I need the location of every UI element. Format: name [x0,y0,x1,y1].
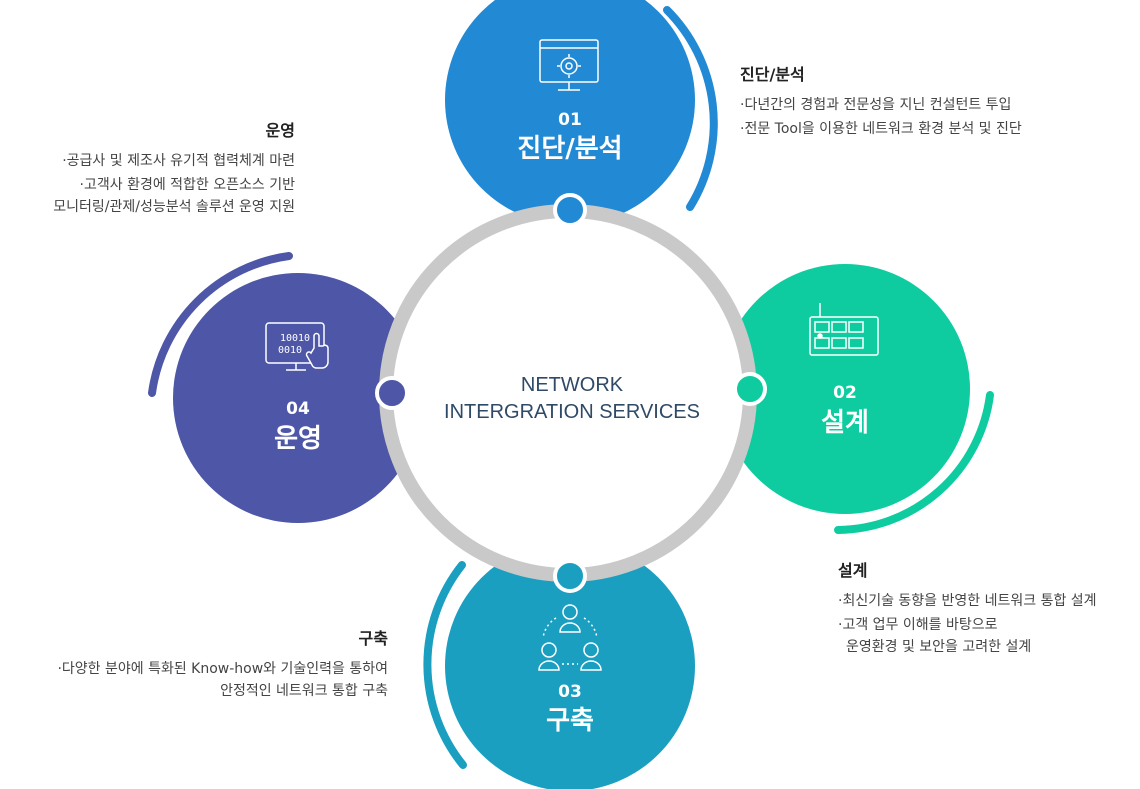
desc-operation-item: ·고객사 환경에 적합한 오픈소스 기반 [79,177,295,193]
step-num-diagnosis: 01 [558,110,582,130]
connector-dot-right [733,372,767,406]
desc-build-title: 구축 [358,629,388,648]
center-title-line2: INTERGRATION SERVICES [444,401,700,423]
desc-design-item: ·고객 업무 이해를 바탕으로 [838,617,998,633]
accent-arc-operation [148,252,293,397]
desc-design-item: 운영환경 및 보안을 고려한 설계 [846,639,1032,655]
desc-operation-item: 모니터링/관제/성능분석 솔루션 운영 지원 [53,199,295,215]
desc-design-title: 설계 [838,561,868,580]
desc-operation: 운영 ·공급사 및 제조사 유기적 협력체계 마련 ·고객사 환경에 적합한 오… [2,120,295,220]
step-num-design: 02 [833,383,857,403]
step-circle-diagnosis [445,0,695,225]
team-icon [538,604,602,671]
step-title-design: 설계 [821,408,869,438]
binary-monitor-icon: 10010 0010 [265,322,329,371]
connector-dot-bottom [553,559,587,593]
step-circle-design [720,264,970,514]
network-panel-icon [809,303,879,356]
desc-operation-title: 운영 [265,121,295,140]
desc-design-item: ·최신기술 동향을 반영한 네트워크 통합 설계 [838,593,1097,609]
step-title-operation: 운영 [274,424,322,454]
accent-arc-build [423,561,467,769]
step-title-build: 구축 [546,706,594,736]
desc-operation-item: ·공급사 및 제조사 유기적 협력체계 마련 [62,153,295,169]
desc-diagnosis-item: ·다년간의 경험과 전문성을 지닌 컨설턴트 투입 [740,97,1012,113]
connector-dot-left [375,376,409,410]
desc-build-item: 안정적인 네트워크 통합 구축 [220,683,388,699]
connector-dot-top [553,193,587,227]
accent-arc-diagnosis [663,6,718,211]
monitor-gear-icon [539,39,599,91]
center-disc [386,211,750,575]
desc-diagnosis: 진단/분석 ·다년간의 경험과 전문성을 지닌 컨설턴트 투입 ·전문 Tool… [740,64,1120,142]
desc-build: 구축 ·다양한 분야에 특화된 Know-how와 기술인력을 통하여 안정적인… [0,628,388,704]
step-num-build: 03 [558,682,582,702]
svg-text:0010: 0010 [278,345,302,356]
desc-diagnosis-item: ·전문 Tool을 이용한 네트워크 환경 분석 및 진단 [740,121,1022,137]
desc-diagnosis-title: 진단/분석 [740,65,805,84]
step-num-operation: 04 [286,399,310,419]
step-circle-operation [173,273,423,523]
center-title-line1: NETWORK [521,374,624,396]
step-title-diagnosis: 진단/분석 [517,134,622,164]
desc-build-item: ·다양한 분야에 특화된 Know-how와 기술인력을 통하여 [57,661,388,677]
step-circle-build [445,541,695,789]
accent-arc-design [834,391,994,534]
desc-design: 설계 ·최신기술 동향을 반영한 네트워크 통합 설계 ·고객 업무 이해를 바… [838,560,1138,660]
svg-text:10010: 10010 [280,333,310,344]
